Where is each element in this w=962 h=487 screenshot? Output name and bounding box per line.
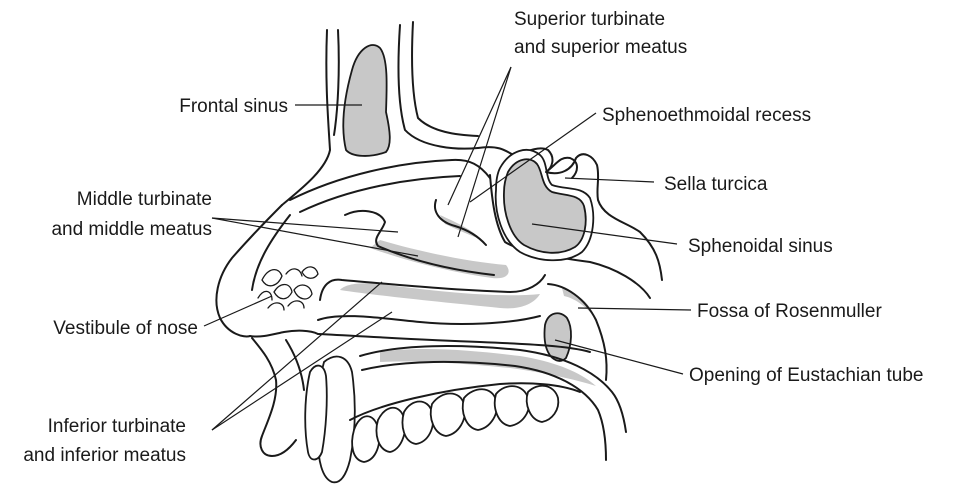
nostril-floor [250, 331, 318, 337]
eustachian-tube-opening [544, 313, 571, 361]
tooth-8 [495, 386, 529, 426]
label-vestibule: Vestibule of nose [53, 318, 198, 339]
leader-vestibule [204, 296, 272, 326]
label-sella-turcica: Sella turcica [664, 174, 768, 195]
upper-lip-inner [286, 340, 304, 390]
label-sphenoethmoidal-recess: Sphenoethmoidal recess [602, 105, 811, 126]
label-superior-turbinate-line1: Superior turbinate [514, 9, 665, 30]
middle-turbinate-shadow [370, 240, 509, 278]
frontal-sinus-shape [343, 45, 389, 156]
label-middle-turbinate-line2: and middle meatus [51, 219, 212, 240]
sella-turcica-outline [546, 158, 577, 178]
leader-fossa-rosenmuller [578, 308, 691, 310]
leader-sella-turcica [565, 178, 654, 182]
label-eustachian-opening: Opening of Eustachian tube [689, 365, 924, 386]
frontal-bone-right-inner [412, 22, 478, 136]
leader-middle-turbinate-a [212, 218, 398, 232]
cribriform-plate [300, 176, 460, 212]
label-middle-turbinate-line1: Middle turbinate [77, 189, 212, 210]
tooth-5 [403, 402, 434, 445]
tooth-3 [352, 416, 379, 462]
tooth-9 [527, 386, 559, 422]
frontal-bone-left-contour [282, 30, 330, 205]
leader-middle-turbinate-b [212, 218, 418, 256]
leader-inferior-turbinate-a [212, 282, 382, 430]
inferior-meatus-line [318, 316, 540, 324]
frontal-bone-left-inner [334, 30, 339, 135]
fossa-rosenmuller-shadow [562, 288, 595, 318]
inferior-turbinate-shadow [340, 283, 540, 308]
label-superior-turbinate-line2: and superior meatus [514, 37, 687, 58]
incisor-lateral [305, 366, 327, 460]
tooth-6 [431, 394, 465, 437]
tooth-7 [463, 389, 497, 430]
label-fossa-rosenmuller: Fossa of Rosenmuller [697, 301, 882, 322]
label-inferior-turbinate-line1: Inferior turbinate [48, 416, 186, 437]
vestibule-hairs [258, 267, 318, 310]
tooth-4 [377, 408, 406, 452]
label-sphenoidal-sinus: Sphenoidal sinus [688, 236, 833, 257]
label-frontal-sinus: Frontal sinus [179, 96, 288, 117]
anatomy-illustration [216, 22, 662, 482]
upper-lip [252, 338, 296, 456]
upper-teeth-row [305, 357, 558, 483]
leader-eustachian-opening [555, 340, 683, 374]
label-inferior-turbinate-line2: and inferior meatus [23, 445, 186, 466]
superior-turbinate-outline [435, 200, 486, 245]
